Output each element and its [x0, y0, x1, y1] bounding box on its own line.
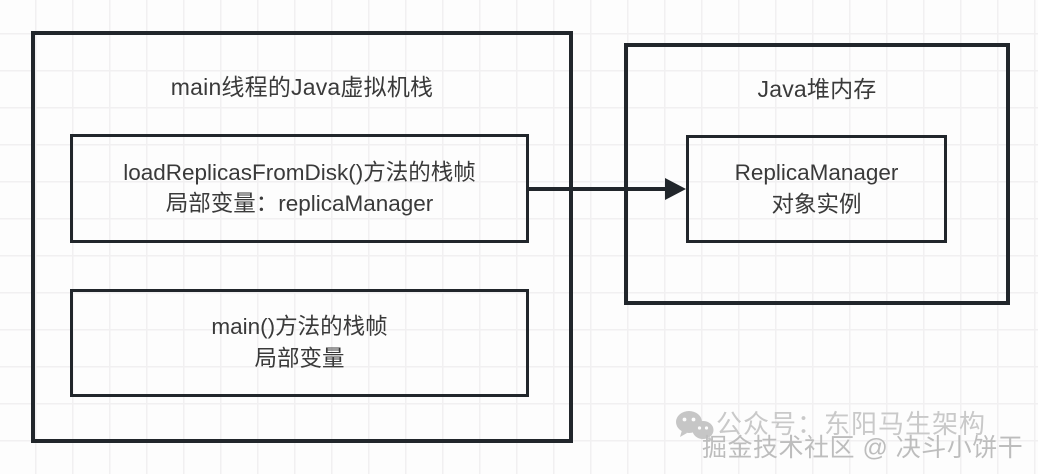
watermark-primary: 公众号：东阳马生架构: [716, 409, 987, 439]
wechat-icon: [676, 410, 716, 447]
reference-arrow-shaft: [529, 187, 671, 191]
reference-arrow-head: [665, 178, 686, 200]
java-heap-container: Java堆内存 ReplicaManager 对象实例: [624, 43, 1010, 305]
jvm-stack-title: main线程的Java虚拟机栈: [170, 74, 434, 100]
stack-frame-loadreplicasfromdisk: loadReplicasFromDisk()方法的栈帧 局部变量：replica…: [70, 134, 529, 243]
watermark-secondary: 掘金技术社区 @ 决斗小饼干: [702, 434, 1024, 462]
heap-object-line-2: 对象实例: [771, 192, 862, 217]
heap-object-replicamanager: ReplicaManager 对象实例: [686, 135, 947, 243]
stack-frame-main: main()方法的栈帧 局部变量: [70, 289, 529, 397]
heap-object-line-1: ReplicaManager: [734, 160, 899, 186]
stack-frame-main-text: main()方法的栈帧 局部变量: [73, 311, 526, 375]
stack-frame-line-2: 局部变量：replicaManager: [165, 191, 434, 217]
stack-frame-loadreplicasfromdisk-text: loadReplicasFromDisk()方法的栈帧 局部变量：replica…: [73, 157, 526, 221]
stack-frame-line-1: main()方法的栈帧: [211, 314, 388, 340]
stack-frame-line-1: loadReplicasFromDisk()方法的栈帧: [123, 159, 476, 185]
stack-frame-line-2: 局部变量: [254, 346, 345, 371]
java-heap-title: Java堆内存: [757, 76, 877, 102]
jvm-stack-container: main线程的Java虚拟机栈 loadReplicasFromDisk()方法…: [31, 31, 573, 443]
heap-object-replicamanager-text: ReplicaManager 对象实例: [689, 157, 944, 221]
